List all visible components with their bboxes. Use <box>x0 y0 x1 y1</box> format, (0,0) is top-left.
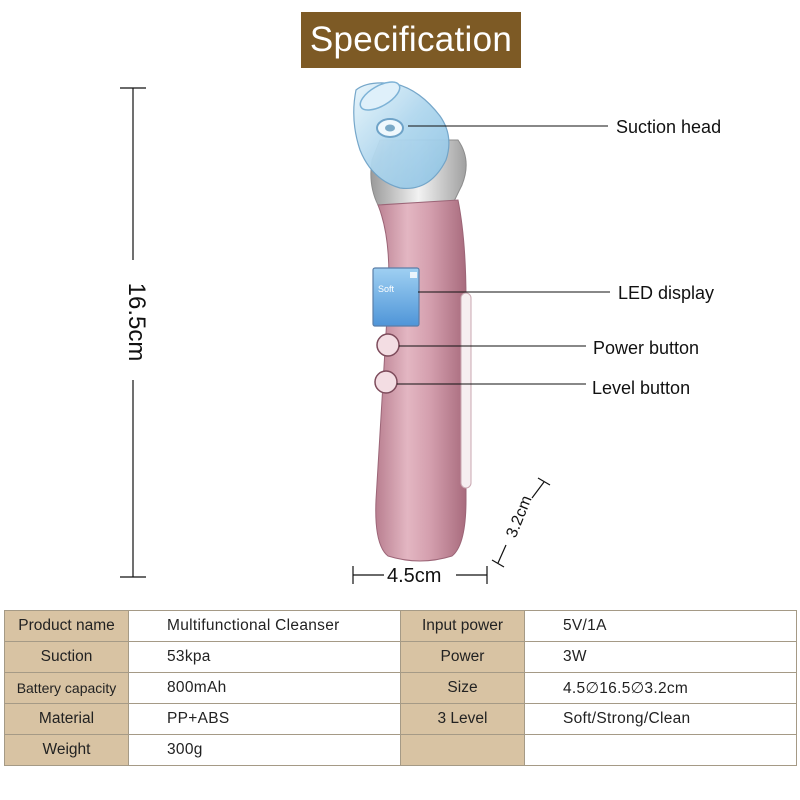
table-cell-value: 3W <box>524 641 797 673</box>
table-cell-value <box>524 734 797 766</box>
table-row: Material PP+ABS 3 Level Soft/Strong/Clea… <box>4 703 797 735</box>
table-row: Product name Multifunctional Cleanser In… <box>4 610 797 642</box>
table-cell-value: 800mAh <box>128 672 401 704</box>
table-cell-value: 300g <box>128 734 401 766</box>
table-cell-label: Material <box>4 703 129 735</box>
table-cell-label: Size <box>400 672 525 704</box>
product-diagram: Soft <box>120 81 610 584</box>
table-cell-label: Product name <box>4 610 129 642</box>
height-dimension <box>120 87 146 578</box>
level-button[interactable] <box>374 370 398 394</box>
callout-power-button: Power button <box>593 338 700 358</box>
table-row: Suction 53kpa Power 3W <box>4 641 797 673</box>
led-screen-text: Soft <box>378 284 395 294</box>
table-cell-value: 5V/1A <box>524 610 797 642</box>
callout-led-display: LED display <box>618 283 715 303</box>
width-dimension <box>352 566 488 584</box>
led-screen <box>372 267 420 327</box>
spec-table: Product name Multifunctional Cleanser In… <box>4 610 797 766</box>
height-label: 16.5cm <box>123 282 150 362</box>
callout-level-button: Level button <box>592 378 691 398</box>
table-cell-label: Battery capacity <box>4 672 129 704</box>
power-button[interactable] <box>376 333 400 357</box>
table-cell-label: 3 Level <box>400 703 525 735</box>
width-label: 4.5cm <box>387 565 442 587</box>
depth-dimension <box>491 477 551 568</box>
callout-suction-head: Suction head <box>616 117 722 137</box>
table-cell-value: 4.5∅16.5∅3.2cm <box>524 672 797 704</box>
table-cell-value: PP+ABS <box>128 703 401 735</box>
table-cell-value: 53kpa <box>128 641 401 673</box>
table-cell-value: Multifunctional Cleanser <box>128 610 401 642</box>
table-cell-label: Input power <box>400 610 525 642</box>
table-cell-label: Suction <box>4 641 129 673</box>
table-row: Weight 300g <box>4 734 797 766</box>
table-cell-label: Power <box>400 641 525 673</box>
table-cell-label: Weight <box>4 734 129 766</box>
callout-lines <box>397 125 610 385</box>
table-cell-value: Soft/Strong/Clean <box>524 703 797 735</box>
cleanser-device: Soft <box>353 81 472 562</box>
table-cell-label <box>400 734 525 766</box>
table-row: Battery capacity 800mAh Size 4.5∅16.5∅3.… <box>4 672 797 704</box>
page-title: Specification <box>301 12 521 68</box>
